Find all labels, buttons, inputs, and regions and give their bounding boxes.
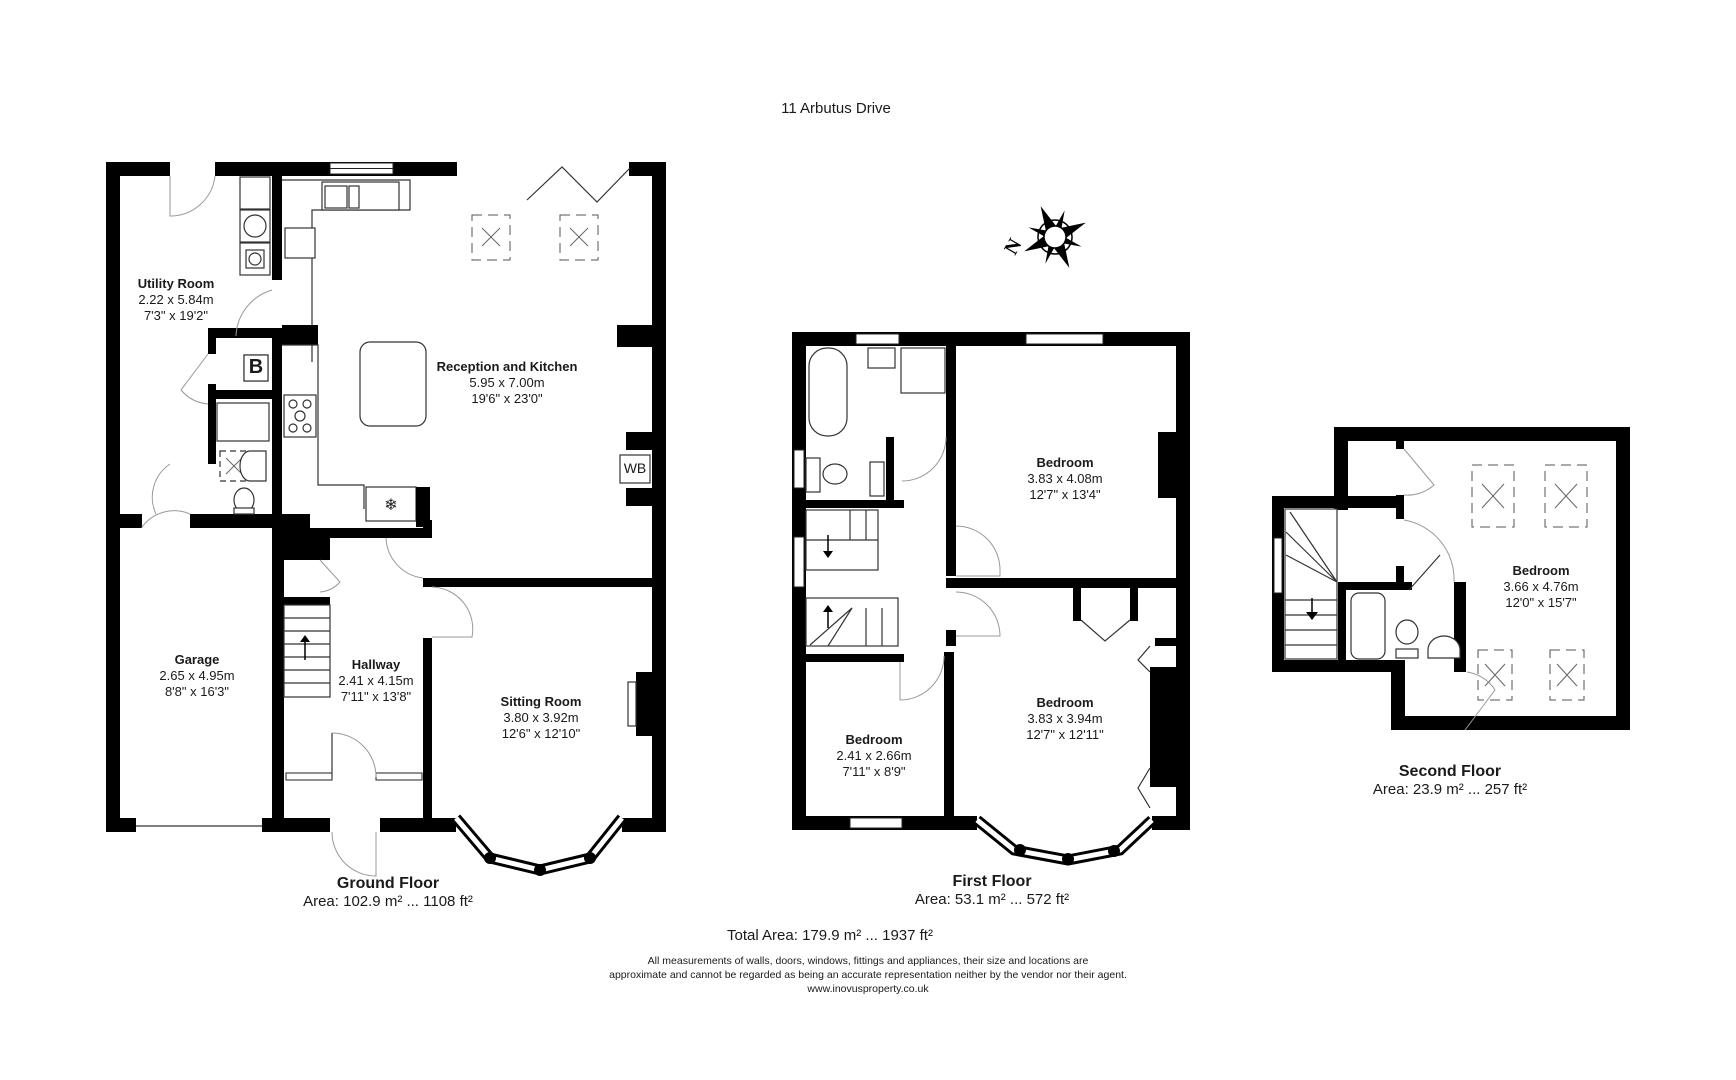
water-boiler-label: WB	[623, 460, 647, 476]
compass-rose-icon	[1024, 206, 1086, 268]
svg-text:❄: ❄	[384, 497, 397, 514]
room-label-bedroom-3: Bedroom 2.41 x 2.66m 7'11" x 8'9"	[836, 732, 912, 779]
room-label-garage: Garage 2.65 x 4.95m 8'8" x 16'3"	[159, 652, 235, 699]
room-label-utility: Utility Room 2.22 x 5.84m 7'3" x 19'2"	[137, 276, 215, 323]
ground-floor-plan: ❄	[106, 162, 666, 877]
first-floor-caption: First Floor Area: 53.1 m² ... 572 ft²	[914, 873, 1070, 908]
room-label-hallway: Hallway 2.41 x 4.15m 7'11" x 13'8"	[338, 657, 414, 704]
disclaimer-line-1: All measurements of walls, doors, window…	[647, 955, 1089, 967]
room-label-bedroom-2: Bedroom 3.83 x 3.94m 12'7" x 12'11"	[1026, 695, 1104, 742]
first-floor-plan	[792, 332, 1190, 866]
room-label-bedroom-1: Bedroom 3.83 x 4.08m 12'7" x 13'4"	[1027, 455, 1103, 502]
compass-north-label: N	[1000, 235, 1027, 259]
second-floor-plan	[1272, 427, 1630, 731]
total-area: Total Area: 179.9 m² ... 1937 ft²	[727, 927, 933, 944]
property-title: 11 Arbutus Drive	[781, 100, 891, 117]
second-floor-caption: Second Floor Area: 23.9 m² ... 257 ft²	[1372, 763, 1528, 798]
ground-floor-caption: Ground Floor Area: 102.9 m² ... 1108 ft²	[303, 875, 473, 910]
boiler-label: B	[248, 356, 264, 378]
room-label-bedroom-loft: Bedroom 3.66 x 4.76m 12'0" x 15'7"	[1503, 563, 1579, 610]
room-label-reception-kitchen: Reception and Kitchen 5.95 x 7.00m 19'6"…	[436, 359, 578, 406]
disclaimer-line-2: approximate and cannot be regarded as be…	[609, 969, 1127, 981]
room-label-sitting-room: Sitting Room 3.80 x 3.92m 12'6" x 12'10"	[500, 694, 582, 741]
disclaimer: All measurements of walls, doors, window…	[609, 954, 1127, 996]
website-link[interactable]: www.inovusproperty.co.uk	[807, 983, 929, 995]
